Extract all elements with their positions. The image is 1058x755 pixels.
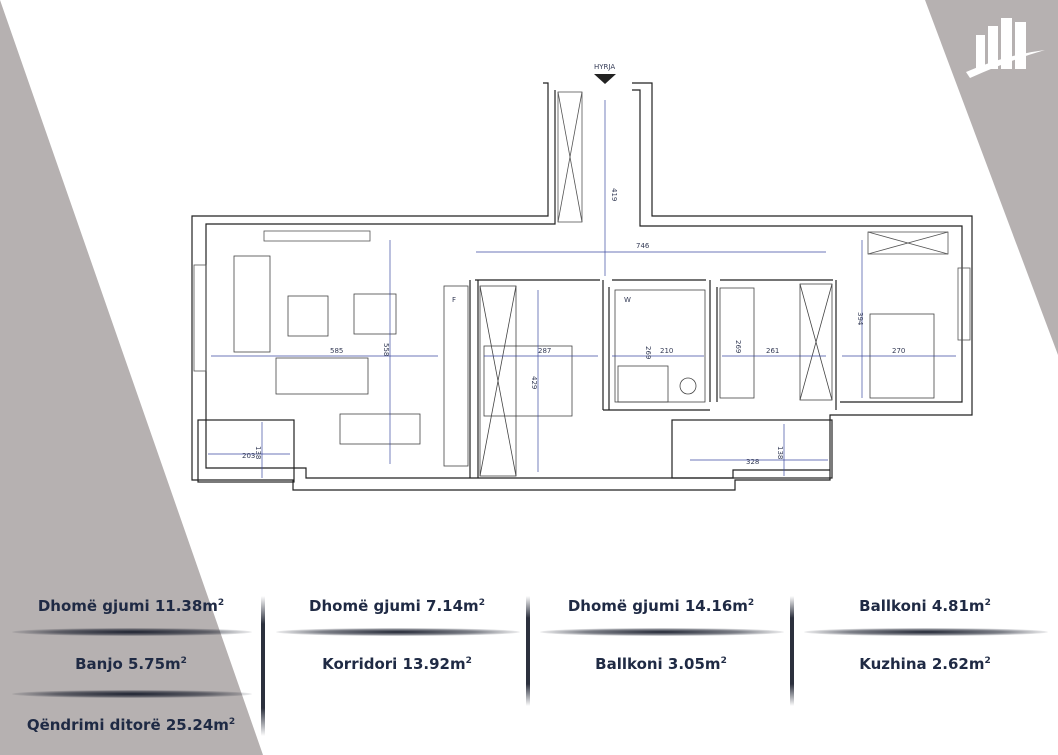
entrance-label: HYRJA bbox=[594, 63, 615, 71]
area-separator bbox=[12, 690, 252, 698]
dim-bath-height: 269 bbox=[644, 346, 652, 359]
area-balcony-1: Ballkoni 3.05m2 bbox=[595, 655, 727, 673]
entrance-arrow-icon bbox=[594, 74, 616, 84]
dim-balcony1-height: 138 bbox=[254, 446, 262, 459]
dim-balcony2-width: 328 bbox=[746, 458, 759, 466]
column-separator bbox=[790, 596, 794, 706]
dim-living-width: 585 bbox=[330, 347, 343, 355]
dim-bedroom3-width: 270 bbox=[892, 347, 905, 355]
area-separator bbox=[540, 628, 784, 636]
area-bathroom: Banjo 5.75m2 bbox=[75, 655, 187, 673]
fridge-label: F bbox=[452, 296, 456, 304]
dim-bedroom2-height: 269 bbox=[734, 340, 742, 353]
right-gray-triangle bbox=[925, 0, 1058, 355]
area-corridor: Korridori 13.92m2 bbox=[322, 655, 472, 673]
dim-living-height: 558 bbox=[382, 343, 390, 356]
area-separator bbox=[276, 628, 520, 636]
area-bedroom-1: Dhomë gjumi 11.38m2 bbox=[37, 597, 225, 615]
area-separator bbox=[804, 628, 1048, 636]
dim-balcony1-width: 203 bbox=[242, 452, 255, 460]
dim-bath-width: 210 bbox=[660, 347, 673, 355]
column-separator bbox=[526, 596, 530, 706]
area-separator bbox=[12, 628, 252, 636]
building-logo-icon bbox=[966, 18, 1045, 78]
column-separator bbox=[261, 596, 265, 736]
area-kitchen: Kuzhina 2.62m2 bbox=[859, 655, 991, 673]
washer-label: W bbox=[624, 296, 631, 304]
dim-bedroom3-height: 394 bbox=[856, 312, 864, 326]
area-balcony-2: Ballkoni 4.81m2 bbox=[859, 597, 991, 615]
dim-bedroom1-height: 429 bbox=[530, 376, 538, 389]
dim-bedroom2-width: 261 bbox=[766, 347, 779, 355]
floor-plan: HYRJA 419 746 585 558 287 429 269 210 26… bbox=[191, 63, 973, 491]
area-bedroom-3: Dhomë gjumi 14.16m2 bbox=[567, 597, 755, 615]
left-gray-triangle bbox=[0, 0, 263, 755]
area-living-room: Qëndrimi ditorë 25.24m2 bbox=[26, 716, 236, 734]
area-bedroom-2: Dhomë gjumi 7.14m2 bbox=[309, 597, 485, 615]
dim-bedroom1-width: 287 bbox=[538, 347, 551, 355]
dim-corridor-width: 746 bbox=[636, 242, 650, 250]
dim-entry-corridor: 419 bbox=[610, 188, 618, 201]
dim-balcony2-height: 138 bbox=[776, 446, 784, 459]
